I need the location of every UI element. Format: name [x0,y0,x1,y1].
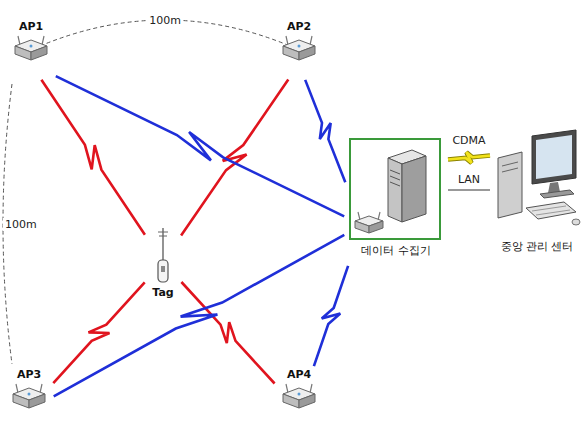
node-label: AP4 [287,368,311,382]
access-point-icon [9,382,49,410]
antenna [286,384,288,393]
link-line [53,282,144,383]
ap-led [298,45,301,48]
mouse [572,219,580,225]
ap-side [13,394,29,408]
ap-side [299,394,315,408]
dimension-label: 100m [147,14,183,27]
rfid-tag: Tag [146,226,180,310]
ap-side [369,221,383,233]
tag-antenna [158,232,168,233]
ap-side [29,394,45,408]
ap-side [31,46,47,60]
ap-side [283,46,299,60]
icon-holder [346,136,446,244]
access-point: AP2 [276,20,322,78]
management-center: 중앙 관리 센터 [492,128,582,268]
tag-antenna [159,236,167,237]
icon-holder [11,34,51,62]
ap-led [28,393,31,396]
computer-icon [492,128,582,240]
wireless-link [41,80,144,235]
wired-link [448,190,490,191]
access-point: AP1 [8,20,54,78]
ap-side [355,221,369,233]
antenna [16,384,18,393]
pc-slot [502,162,518,166]
link-line [448,152,490,163]
tag-antenna [162,228,163,260]
server-slot [390,170,400,174]
monitor-screen [536,135,572,179]
link-line [181,282,274,384]
wireless-link [181,282,274,384]
node-label: Tag [152,286,173,300]
monitor-bezel [532,130,576,184]
data-collector: 데이터 수집기 [346,136,446,264]
tag-icon [151,226,175,286]
tag-detail [161,266,165,272]
link-line [54,235,345,396]
antenna [42,36,44,45]
link-outline [448,152,490,163]
collector-icon [346,136,446,244]
node-label: AP1 [19,20,43,34]
wireless-link [54,235,345,396]
link-label: CDMA [450,134,487,147]
ap-side [15,46,31,60]
server-front [388,158,402,222]
wireless-link [314,266,348,366]
keyboard-row [536,210,570,215]
link-line [41,80,144,235]
access-point-icon [279,382,319,410]
pc-slot [502,168,518,172]
link-line [56,76,344,216]
link-line [314,266,348,366]
tag-body [158,260,168,282]
server-slot [390,176,400,180]
ap-side [299,46,315,60]
server-side [402,156,426,222]
wireless-link [53,282,144,383]
wireless-link [56,76,344,216]
keyboard [526,202,576,219]
antenna [18,36,20,45]
link-line [181,80,288,236]
monitor-base [540,190,574,198]
wireless-link [448,152,490,163]
ap-led [30,45,33,48]
antenna [40,384,42,393]
ap-led [298,393,301,396]
access-point: AP3 [6,368,52,426]
wireless-link [181,80,288,236]
access-point-icon [11,34,51,62]
icon-holder [279,382,319,410]
link-label: LAN [456,173,482,186]
icon-holder [492,128,582,240]
server-slot [390,182,400,186]
access-point: AP4 [276,368,322,426]
ap-side [283,394,299,408]
antenna [310,384,312,393]
node-label: 데이터 수집기 [361,244,431,258]
dimension-label: 100m [3,218,39,231]
node-label: AP2 [287,20,311,34]
link-line [305,80,345,182]
group-frame [350,139,440,239]
antenna [286,36,288,45]
pc-tower [498,152,522,218]
access-point-icon [279,34,319,62]
keyboard-row [532,206,566,211]
antenna [310,36,312,45]
icon-holder [279,34,319,62]
link-line [448,189,490,191]
wireless-link [305,80,345,182]
node-label: 중앙 관리 센터 [501,240,574,254]
node-label: AP3 [17,368,41,382]
icon-holder [9,382,49,410]
icon-holder [151,226,175,286]
